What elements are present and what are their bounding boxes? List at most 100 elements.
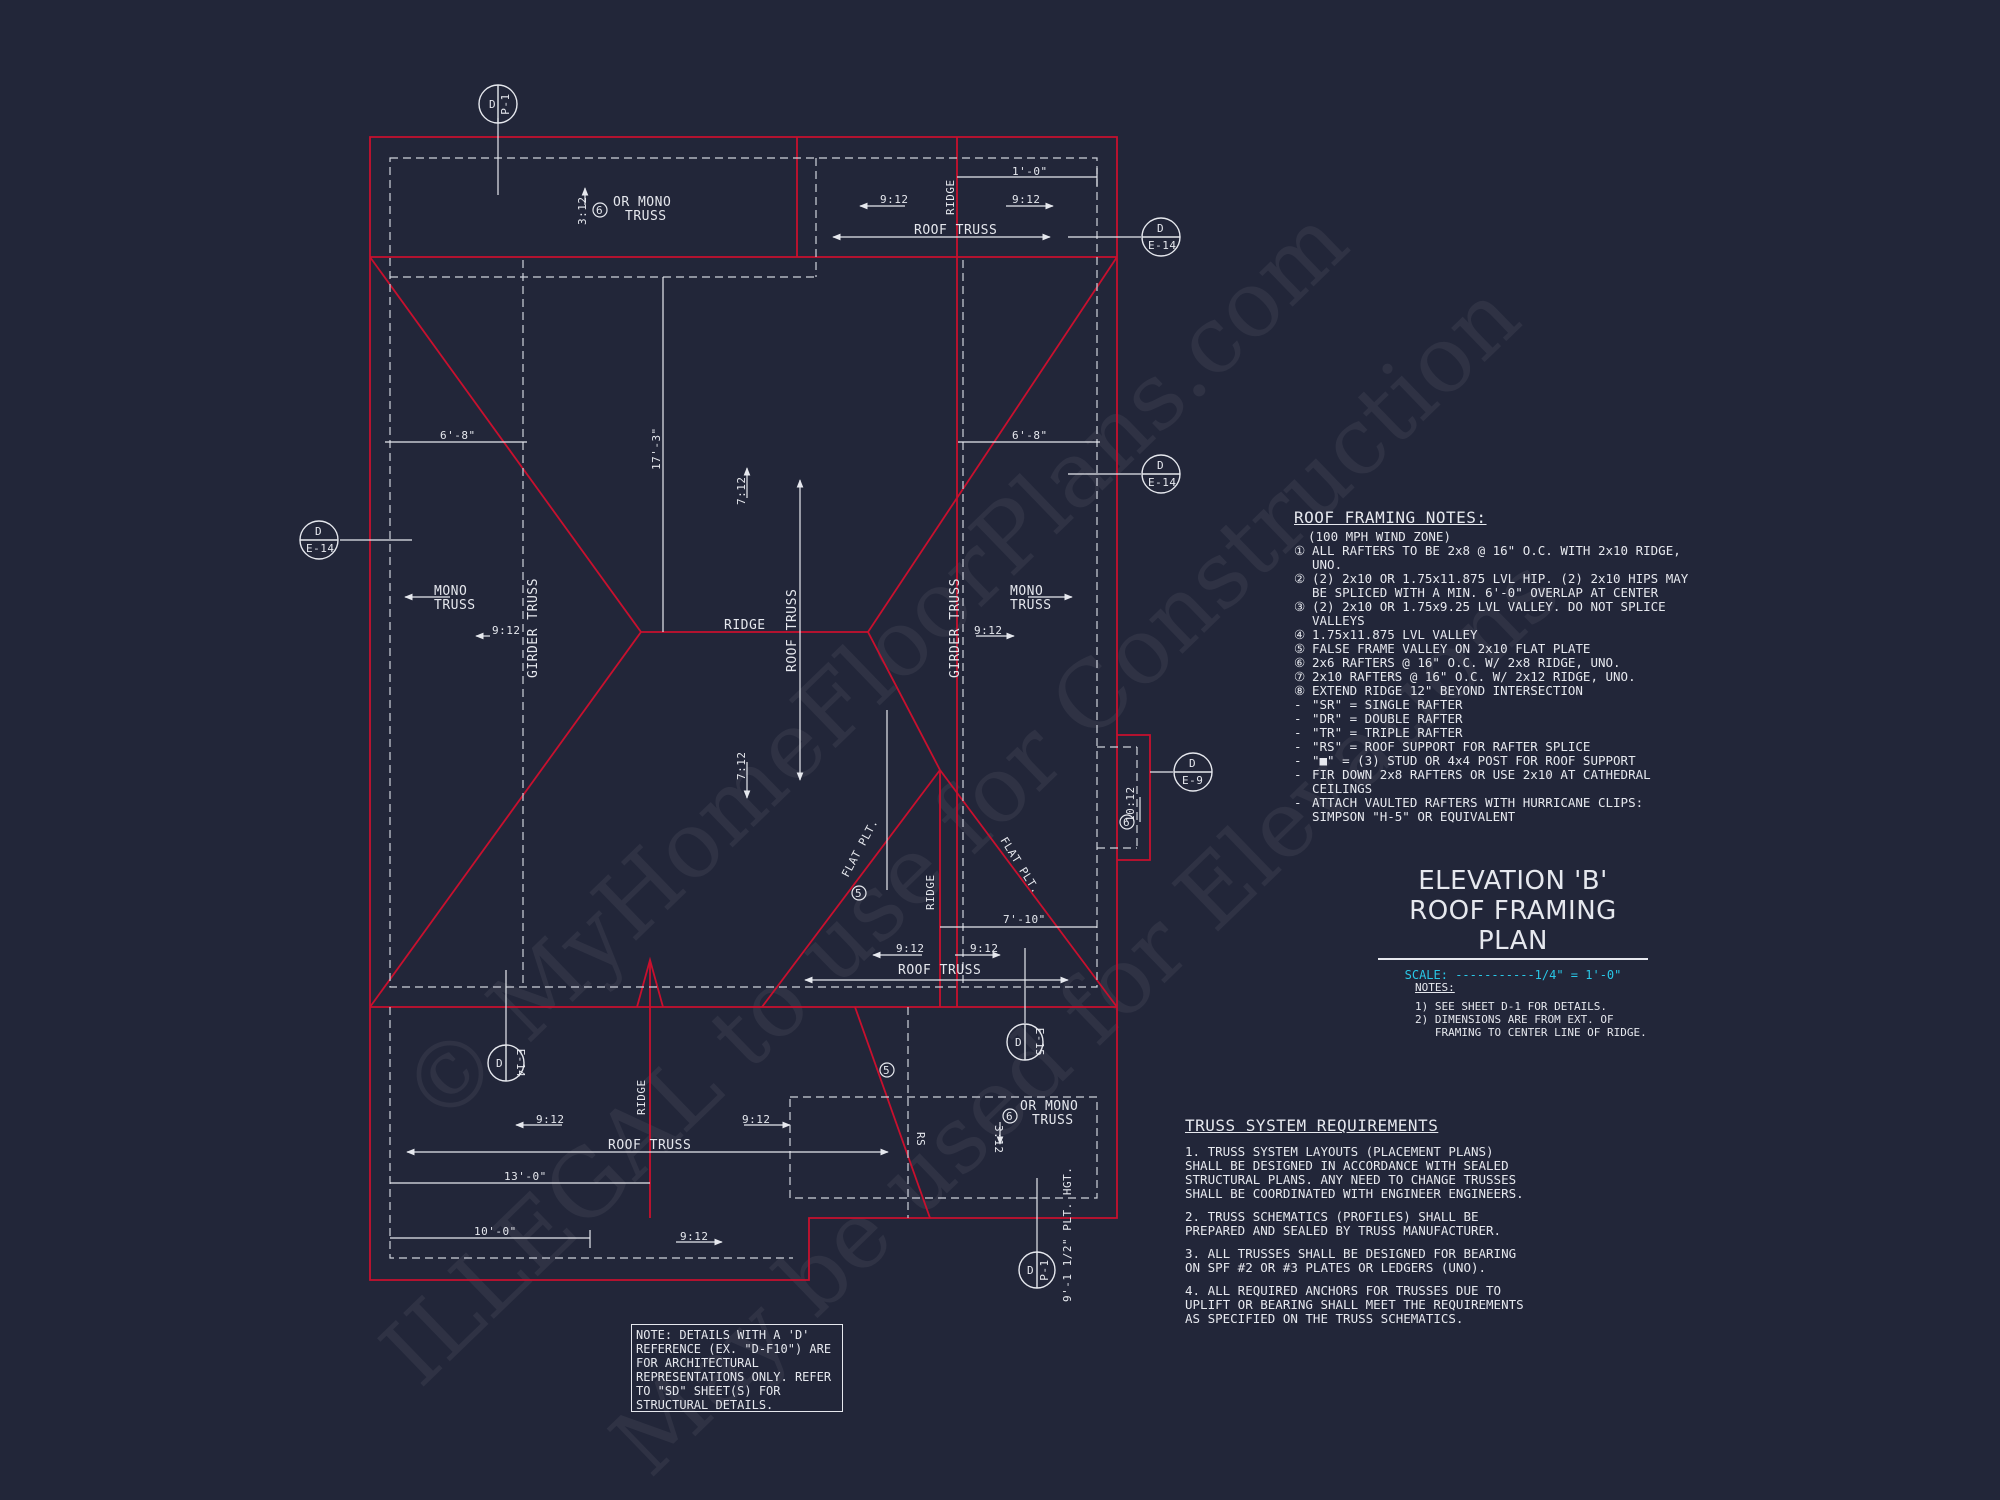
- svg-text:1'-0": 1'-0": [1012, 165, 1048, 178]
- svg-text:9:12: 9:12: [880, 193, 909, 206]
- roof-note-mark: ②: [1294, 571, 1306, 586]
- label-truss-top: TRUSS: [625, 209, 667, 224]
- svg-text:MONO: MONO: [1010, 584, 1043, 599]
- svg-text:6'-8": 6'-8": [440, 429, 476, 442]
- svg-text:9'-1 1/2" PLT. HGT.: 9'-1 1/2" PLT. HGT.: [1061, 1167, 1074, 1302]
- section-markers: D P-1 D E-14 D E-14 D E-14 D E-9 D E-14: [299, 84, 1213, 1289]
- svg-text:E-14: E-14: [1148, 476, 1177, 489]
- svg-text:D: D: [1157, 459, 1164, 472]
- svg-text:9:12: 9:12: [896, 942, 925, 955]
- svg-text:6: 6: [1006, 1110, 1013, 1123]
- section-marker-e9: D E-9: [1173, 752, 1213, 792]
- truss-requirements: TRUSS SYSTEM REQUIREMENTS 1. TRUSS SYSTE…: [1185, 1116, 1525, 1335]
- svg-text:D: D: [1027, 1264, 1034, 1277]
- svg-text:P-1: P-1: [1038, 1259, 1051, 1280]
- roof-note-text: "RS" = ROOF SUPPORT FOR RAFTER SPLICE: [1312, 739, 1591, 754]
- arrows: [340, 118, 1173, 1253]
- section-marker-e14-right: D E-14: [1141, 454, 1181, 494]
- roof-note-mark: -: [1294, 739, 1302, 754]
- svg-text:5: 5: [855, 887, 862, 900]
- roof-note-item: ③(2) 2x10 OR 1.75x9.25 LVL VALLEY. DO NO…: [1294, 600, 1694, 628]
- note-markers: [592, 202, 1135, 1124]
- svg-text:RS: RS: [914, 1132, 927, 1146]
- roof-note-item: -FIR DOWN 2x8 RAFTERS OR USE 2x10 AT CAT…: [1294, 768, 1694, 796]
- note-marker-labels: 6 6 6 5 5: [596, 204, 1130, 1123]
- svg-text:9:12: 9:12: [536, 1113, 565, 1126]
- roof-note-text: 2x10 RAFTERS @ 16" O.C. W/ 2x12 RIDGE, U…: [1312, 669, 1636, 684]
- svg-text:6: 6: [596, 204, 603, 217]
- roof-note-text: EXTEND RIDGE 12" BEYOND INTERSECTION: [1312, 683, 1583, 698]
- roof-note-item: -ATTACH VAULTED RAFTERS WITH HURRICANE C…: [1294, 796, 1694, 824]
- roof-note-mark: -: [1294, 795, 1302, 810]
- roof-note-mark: -: [1294, 711, 1302, 726]
- truss-req-1: 1. TRUSS SYSTEM LAYOUTS (PLACEMENT PLANS…: [1185, 1144, 1524, 1201]
- svg-text:7:12: 7:12: [735, 477, 748, 506]
- svg-text:TRUSS: TRUSS: [1032, 1113, 1074, 1128]
- roof-note-text: ATTACH VAULTED RAFTERS WITH HURRICANE CL…: [1312, 795, 1644, 824]
- svg-text:E-14: E-14: [1148, 239, 1177, 252]
- label-or-mono-top: OR MONO: [613, 195, 671, 210]
- roof-note-item: ⑥ 2x6 RAFTERS @ 16" O.C. W/ 2x8 RIDGE, UN…: [1294, 656, 1694, 670]
- roof-note-text: "SR" = SINGLE RAFTER: [1312, 697, 1463, 712]
- svg-text:9:12: 9:12: [1012, 193, 1041, 206]
- truss-requirements-title: TRUSS SYSTEM REQUIREMENTS: [1185, 1116, 1439, 1135]
- roof-note-item: -"TR" = TRIPLE RAFTER: [1294, 726, 1694, 740]
- general-notes: NOTES: 1) SEE SHEET D-1 FOR DETAILS. 2) …: [1415, 981, 1647, 1039]
- svg-text:13'-0": 13'-0": [504, 1170, 547, 1183]
- section-marker-e14-left: D E-14: [299, 520, 339, 560]
- plan-labels: OR MONO TRUSS 3:12 RIDGE 9:12 9:12 ROOF …: [434, 165, 1137, 1302]
- detail-note-box: NOTE: DETAILS WITH A 'D' REFERENCE (EX. …: [631, 1324, 843, 1412]
- svg-text:ROOF TRUSS: ROOF TRUSS: [608, 1138, 691, 1153]
- title-line-1: ELEVATION 'B': [1418, 866, 1608, 896]
- svg-text:3:12: 3:12: [992, 1125, 1005, 1154]
- svg-text:OR MONO: OR MONO: [1020, 1099, 1078, 1114]
- roof-note-item: -"RS" = ROOF SUPPORT FOR RAFTER SPLICE: [1294, 740, 1694, 754]
- section-marker-p1-top: D P-1: [478, 84, 518, 124]
- roof-framing-notes: ROOF FRAMING NOTES: (100 MPH WIND ZONE) …: [1294, 508, 1694, 824]
- roof-note-mark: -: [1294, 767, 1302, 782]
- svg-text:E-14: E-14: [514, 1049, 527, 1078]
- roof-note-item: -"■" = (3) STUD OR 4x4 POST FOR ROOF SUP…: [1294, 754, 1694, 768]
- general-note-1: 1) SEE SHEET D-1 FOR DETAILS.: [1415, 1000, 1608, 1013]
- roof-note-mark: -: [1294, 697, 1302, 712]
- svg-text:E-9: E-9: [1182, 774, 1203, 787]
- title-block: ELEVATION 'B' ROOF FRAMING PLAN SCALE: -…: [1378, 866, 1648, 982]
- svg-text:9:12: 9:12: [974, 624, 1003, 637]
- svg-text:D: D: [1189, 757, 1196, 770]
- roof-note-item: -"DR" = DOUBLE RAFTER: [1294, 712, 1694, 726]
- roof-note-mark: -: [1294, 753, 1302, 768]
- wall-lines: [389, 157, 1138, 1259]
- svg-text:RIDGE: RIDGE: [724, 618, 766, 633]
- svg-text:7'-10": 7'-10": [1003, 913, 1046, 926]
- roof-note-mark: ③: [1294, 599, 1306, 614]
- truss-req-4: 4. ALL REQUIRED ANCHORS FOR TRUSSES DUE …: [1185, 1283, 1524, 1326]
- svg-text:9:12: 9:12: [742, 1113, 771, 1126]
- roof-note-text: 2x6 RAFTERS @ 16" O.C. W/ 2x8 RIDGE, UNO…: [1312, 655, 1621, 670]
- svg-text:10:12: 10:12: [1124, 786, 1137, 822]
- svg-text:E-15: E-15: [1033, 1028, 1046, 1057]
- svg-text:RIDGE: RIDGE: [924, 874, 937, 910]
- general-notes-heading: NOTES:: [1415, 981, 1455, 994]
- roof-note-item: ② (2) 2x10 OR 1.75x11.875 LVL HIP. (2) 2x…: [1294, 572, 1694, 600]
- svg-text:3:12: 3:12: [576, 197, 589, 226]
- svg-text:D: D: [489, 98, 496, 111]
- svg-text:D: D: [1157, 222, 1164, 235]
- svg-text:GIRDER TRUSS: GIRDER TRUSS: [948, 578, 963, 678]
- svg-text:17'-3": 17'-3": [650, 427, 663, 470]
- svg-text:9:12: 9:12: [970, 942, 999, 955]
- roof-note-text: (2) 2x10 OR 1.75x11.875 LVL HIP. (2) 2x1…: [1312, 571, 1689, 600]
- general-note-3: FRAMING TO CENTER LINE OF RIDGE.: [1415, 1026, 1647, 1039]
- roof-note-mark: ⑦: [1294, 669, 1306, 684]
- svg-text:MONO: MONO: [434, 584, 467, 599]
- truss-req-3: 3. ALL TRUSSES SHALL BE DESIGNED FOR BEA…: [1185, 1246, 1517, 1275]
- svg-text:FLAT PLT.: FLAT PLT.: [997, 835, 1042, 896]
- roof-note-text: "TR" = TRIPLE RAFTER: [1312, 725, 1463, 740]
- general-note-2: 2) DIMENSIONS ARE FROM EXT. OF: [1415, 1013, 1614, 1026]
- roof-note-mark: -: [1294, 725, 1302, 740]
- roof-note-mark: ①: [1294, 543, 1306, 558]
- roof-note-mark: ⑥: [1294, 655, 1306, 670]
- roof-note-text: 1.75x11.875 LVL VALLEY: [1312, 627, 1478, 642]
- section-marker-e15: D E-15: [1006, 1023, 1046, 1061]
- svg-text:RIDGE: RIDGE: [635, 1079, 648, 1115]
